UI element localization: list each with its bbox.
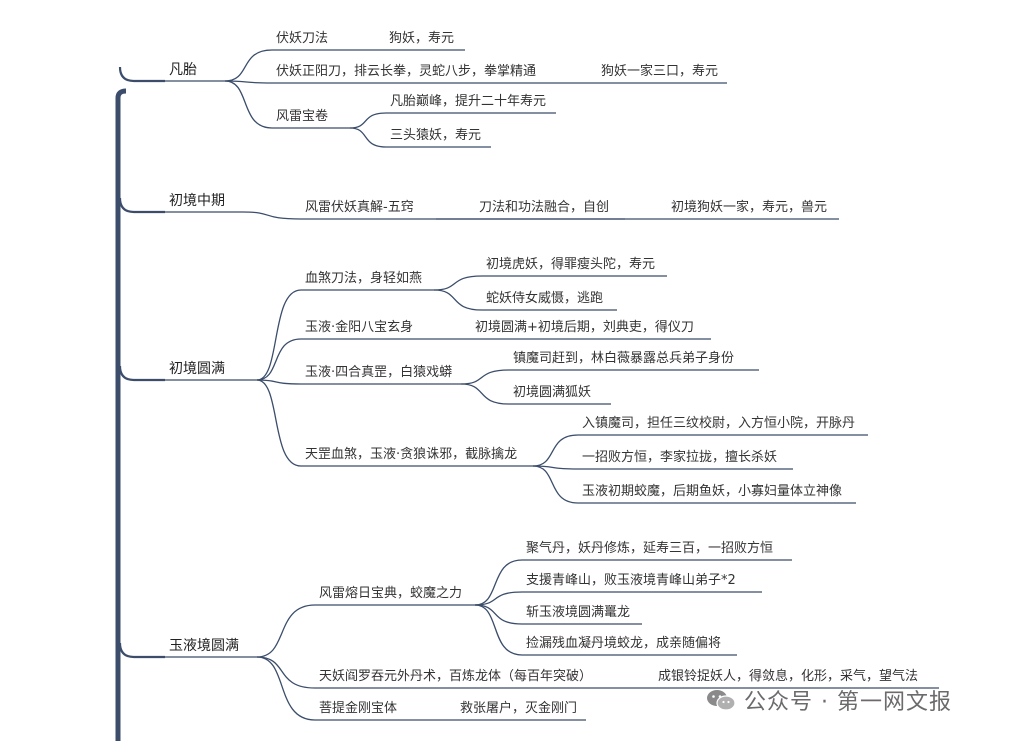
- connector-n2: [118, 197, 165, 214]
- topic-n3[interactable]: 初境圆满: [169, 361, 225, 377]
- connector-n4a1: [474, 559, 523, 606]
- connector-n3d2: [532, 465, 579, 470]
- topic-n3b1[interactable]: 初境圆满+初境后期，刘典吏，得仪刀: [475, 320, 694, 335]
- topic-n4b[interactable]: 天妖阎罗吞元外丹术，百炼龙体（每百年突破）: [319, 669, 593, 684]
- connector-n4c: [256, 656, 316, 721]
- topic-n3d2[interactable]: 一招败方恒，李家拉拢，擅长杀妖: [582, 450, 778, 465]
- topic-n4a4[interactable]: 捡漏残血凝丹境蛟龙，成亲随偏将: [526, 636, 722, 651]
- topic-n3d1[interactable]: 入镇魔司，担任三纹校尉，入方恒小院，开脉丹: [582, 416, 856, 431]
- topic-n1c[interactable]: 风雷宝卷: [276, 109, 329, 124]
- topic-n3d[interactable]: 天罡血煞，玉液·贪狼诛邪，截脉擒龙: [305, 447, 518, 462]
- connector-n4a3: [474, 604, 523, 625]
- topic-n3c2[interactable]: 初境圆满狐妖: [513, 385, 592, 400]
- connector-n3d3: [532, 465, 579, 504]
- topic-n4[interactable]: 玉液境圆满: [169, 638, 239, 654]
- connector-n3b: [256, 338, 302, 381]
- topic-n3c1[interactable]: 镇魔司赶到，林白薇暴露总兵弟子身份: [513, 351, 735, 366]
- connector-n3c: [256, 379, 302, 385]
- topic-n3a2[interactable]: 蛇妖侍女威慑，逃跑: [486, 291, 604, 306]
- connector-n1c1: [349, 112, 387, 129]
- connector-n4: [118, 642, 165, 659]
- topic-n1a[interactable]: 伏妖刀法: [276, 31, 329, 46]
- connector-n1c: [224, 80, 273, 129]
- topic-n3d3[interactable]: 玉液初期蛟魔，后期鱼妖，小寡妇量体立神像: [582, 484, 843, 499]
- connector-n3d1: [532, 434, 579, 467]
- topic-n3b[interactable]: 玉液·金阳八宝玄身: [305, 320, 414, 335]
- topic-n1c2[interactable]: 三头猿妖，寿元: [390, 128, 482, 143]
- topic-n1b[interactable]: 伏妖正阳刀，排云长拳，灵蛇八步，拳掌精通: [276, 64, 537, 79]
- watermark: 公众号 · 第一网文报: [706, 684, 952, 716]
- topic-n4a[interactable]: 风雷熔日宝典，蛟魔之力: [319, 586, 463, 601]
- topic-n1a1[interactable]: 狗妖，寿元: [389, 31, 455, 46]
- connector-n2a: [242, 211, 302, 220]
- connector-n3a: [256, 289, 302, 381]
- topic-n3c[interactable]: 玉液·四合真罡，白猿戏蟒: [305, 365, 453, 380]
- connector-n4a: [256, 604, 316, 658]
- topic-n1[interactable]: 凡胎: [169, 62, 197, 78]
- topic-n2[interactable]: 初境中期: [169, 193, 225, 209]
- topic-n4c1[interactable]: 救张屠户，灭金刚门: [460, 701, 578, 716]
- watermark-text: 公众号 · 第一网文报: [744, 690, 952, 715]
- topic-n1c1[interactable]: 凡胎巅峰，提升二十年寿元: [390, 94, 547, 109]
- connector-n4a4: [474, 604, 523, 656]
- mindmap-trunk: [115, 88, 127, 741]
- connector-n1c2: [349, 127, 387, 148]
- topic-n2a2[interactable]: 初境狗妖一家，寿元，兽元: [671, 200, 828, 215]
- topic-n3a[interactable]: 血煞刀法，身轻如燕: [305, 271, 423, 286]
- connector-n1a: [224, 49, 273, 82]
- connector-n3: [118, 365, 165, 382]
- topic-n2a1[interactable]: 刀法和功法融合，自创: [479, 200, 610, 215]
- topic-n2a[interactable]: 风雷伏妖真解-五窍: [305, 200, 414, 215]
- connector-n1: [118, 66, 165, 83]
- topic-n4a2[interactable]: 支援青峰山，败玉液境青峰山弟子*2: [526, 573, 736, 588]
- connector-n3c2: [460, 383, 510, 405]
- connector-n1b: [224, 80, 273, 84]
- connector-n3a1: [433, 275, 483, 291]
- connector-n4a2: [474, 591, 523, 606]
- topic-n4b1[interactable]: 成银铃捉妖人，得敛息，化形，采气，望气法: [658, 669, 919, 684]
- connector-n4b: [256, 656, 316, 689]
- connector-n3d: [256, 379, 302, 467]
- topic-n4a3[interactable]: 斩玉液境圆满鼍龙: [526, 605, 631, 620]
- connector-n3c1: [460, 369, 510, 385]
- topic-n1b1[interactable]: 狗妖一家三口，寿元: [601, 64, 719, 79]
- wechat-icon: [707, 690, 736, 711]
- topic-n3a1[interactable]: 初境虎妖，得罪瘦头陀，寿元: [486, 257, 656, 272]
- connector-n3a2: [433, 289, 483, 311]
- topic-n4a1[interactable]: 聚气丹，妖丹修炼，延寿三百，一招败方恒: [526, 541, 774, 556]
- topic-n4c[interactable]: 菩提金刚宝体: [319, 701, 398, 716]
